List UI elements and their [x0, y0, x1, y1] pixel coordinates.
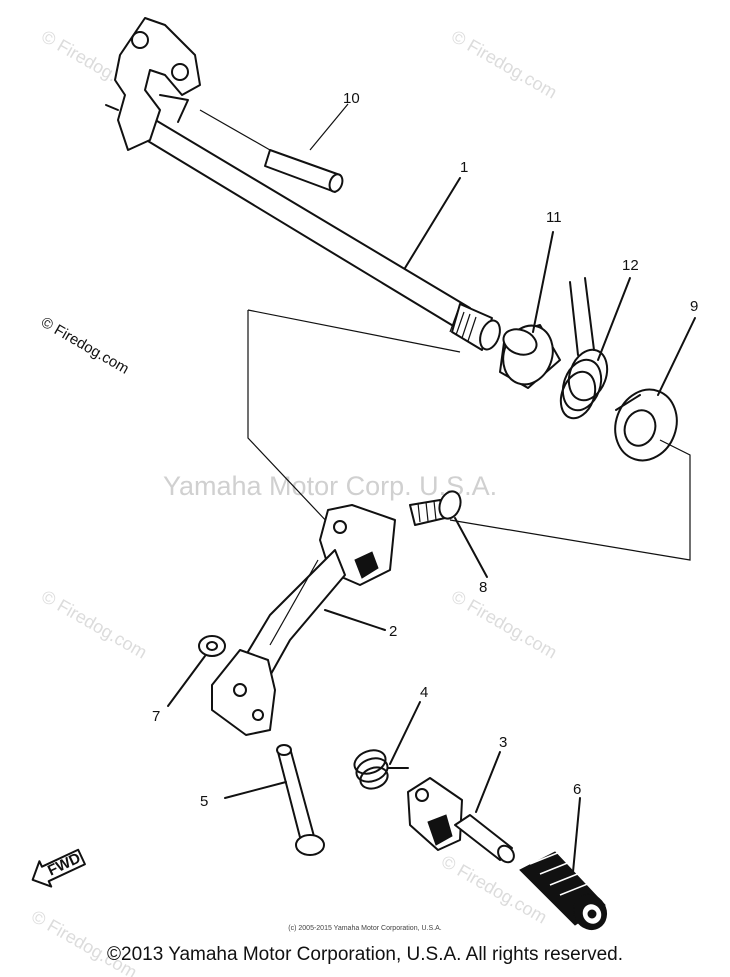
leader-4	[389, 701, 421, 765]
part-12-spring	[559, 277, 609, 420]
part-9-oil-seal	[614, 388, 678, 462]
watermark-dark: © Firedog.com	[38, 314, 132, 378]
part-4-spring	[353, 749, 409, 790]
leader-7	[167, 655, 206, 707]
callout-numbers: 10 1 11 12 9 2 8 7 5 4 3 6	[152, 90, 698, 810]
callout-7: 7	[152, 708, 160, 725]
part-7-washer	[198, 635, 226, 657]
leader-9	[657, 317, 696, 396]
callout-leaders	[167, 177, 696, 873]
callout-5: 5	[200, 793, 208, 810]
callout-6: 6	[573, 781, 581, 798]
leader-5	[224, 781, 287, 799]
leader-3	[475, 751, 501, 813]
part-11-collar	[499, 324, 561, 389]
callout-8: 8	[479, 579, 487, 596]
leader-12	[597, 277, 631, 361]
callout-3: 3	[499, 734, 507, 751]
callout-4: 4	[420, 684, 428, 701]
callout-12: 12	[622, 257, 639, 274]
small-copyright: (c) 2005-2015 Yamaha Motor Corporation, …	[288, 925, 442, 932]
part-8-bolt	[409, 490, 462, 526]
watermark-center: Yamaha Motor Corp. U.S.A.	[163, 471, 497, 501]
watermark-bl: © Firedog.com	[28, 906, 140, 977]
part-5-pin	[276, 744, 325, 856]
callout-10: 10	[343, 90, 360, 107]
part-10-pin	[199, 103, 349, 193]
leader-6	[572, 797, 581, 873]
watermark-tr: © Firedog.com	[448, 26, 560, 102]
callout-9: 9	[690, 298, 698, 315]
watermark-ml: © Firedog.com	[38, 586, 150, 662]
callout-1: 1	[460, 159, 468, 176]
footer-copyright: ©2013 Yamaha Motor Corporation, U.S.A. A…	[107, 944, 623, 965]
assembly-bracket	[247, 309, 691, 561]
fwd-arrow: FWD	[31, 848, 86, 888]
part-1-shift-shaft	[105, 17, 501, 351]
watermark-mr: © Firedog.com	[448, 586, 560, 662]
callout-2: 2	[389, 623, 397, 640]
part-6-rubber-grip	[519, 851, 608, 931]
part-3-rod-end	[407, 777, 515, 864]
part-2-shift-arm	[211, 504, 396, 736]
leader-1	[404, 177, 461, 269]
leader-11	[532, 231, 554, 333]
callout-11: 11	[546, 209, 562, 226]
leader-8	[454, 517, 488, 578]
leader-2	[324, 609, 386, 631]
